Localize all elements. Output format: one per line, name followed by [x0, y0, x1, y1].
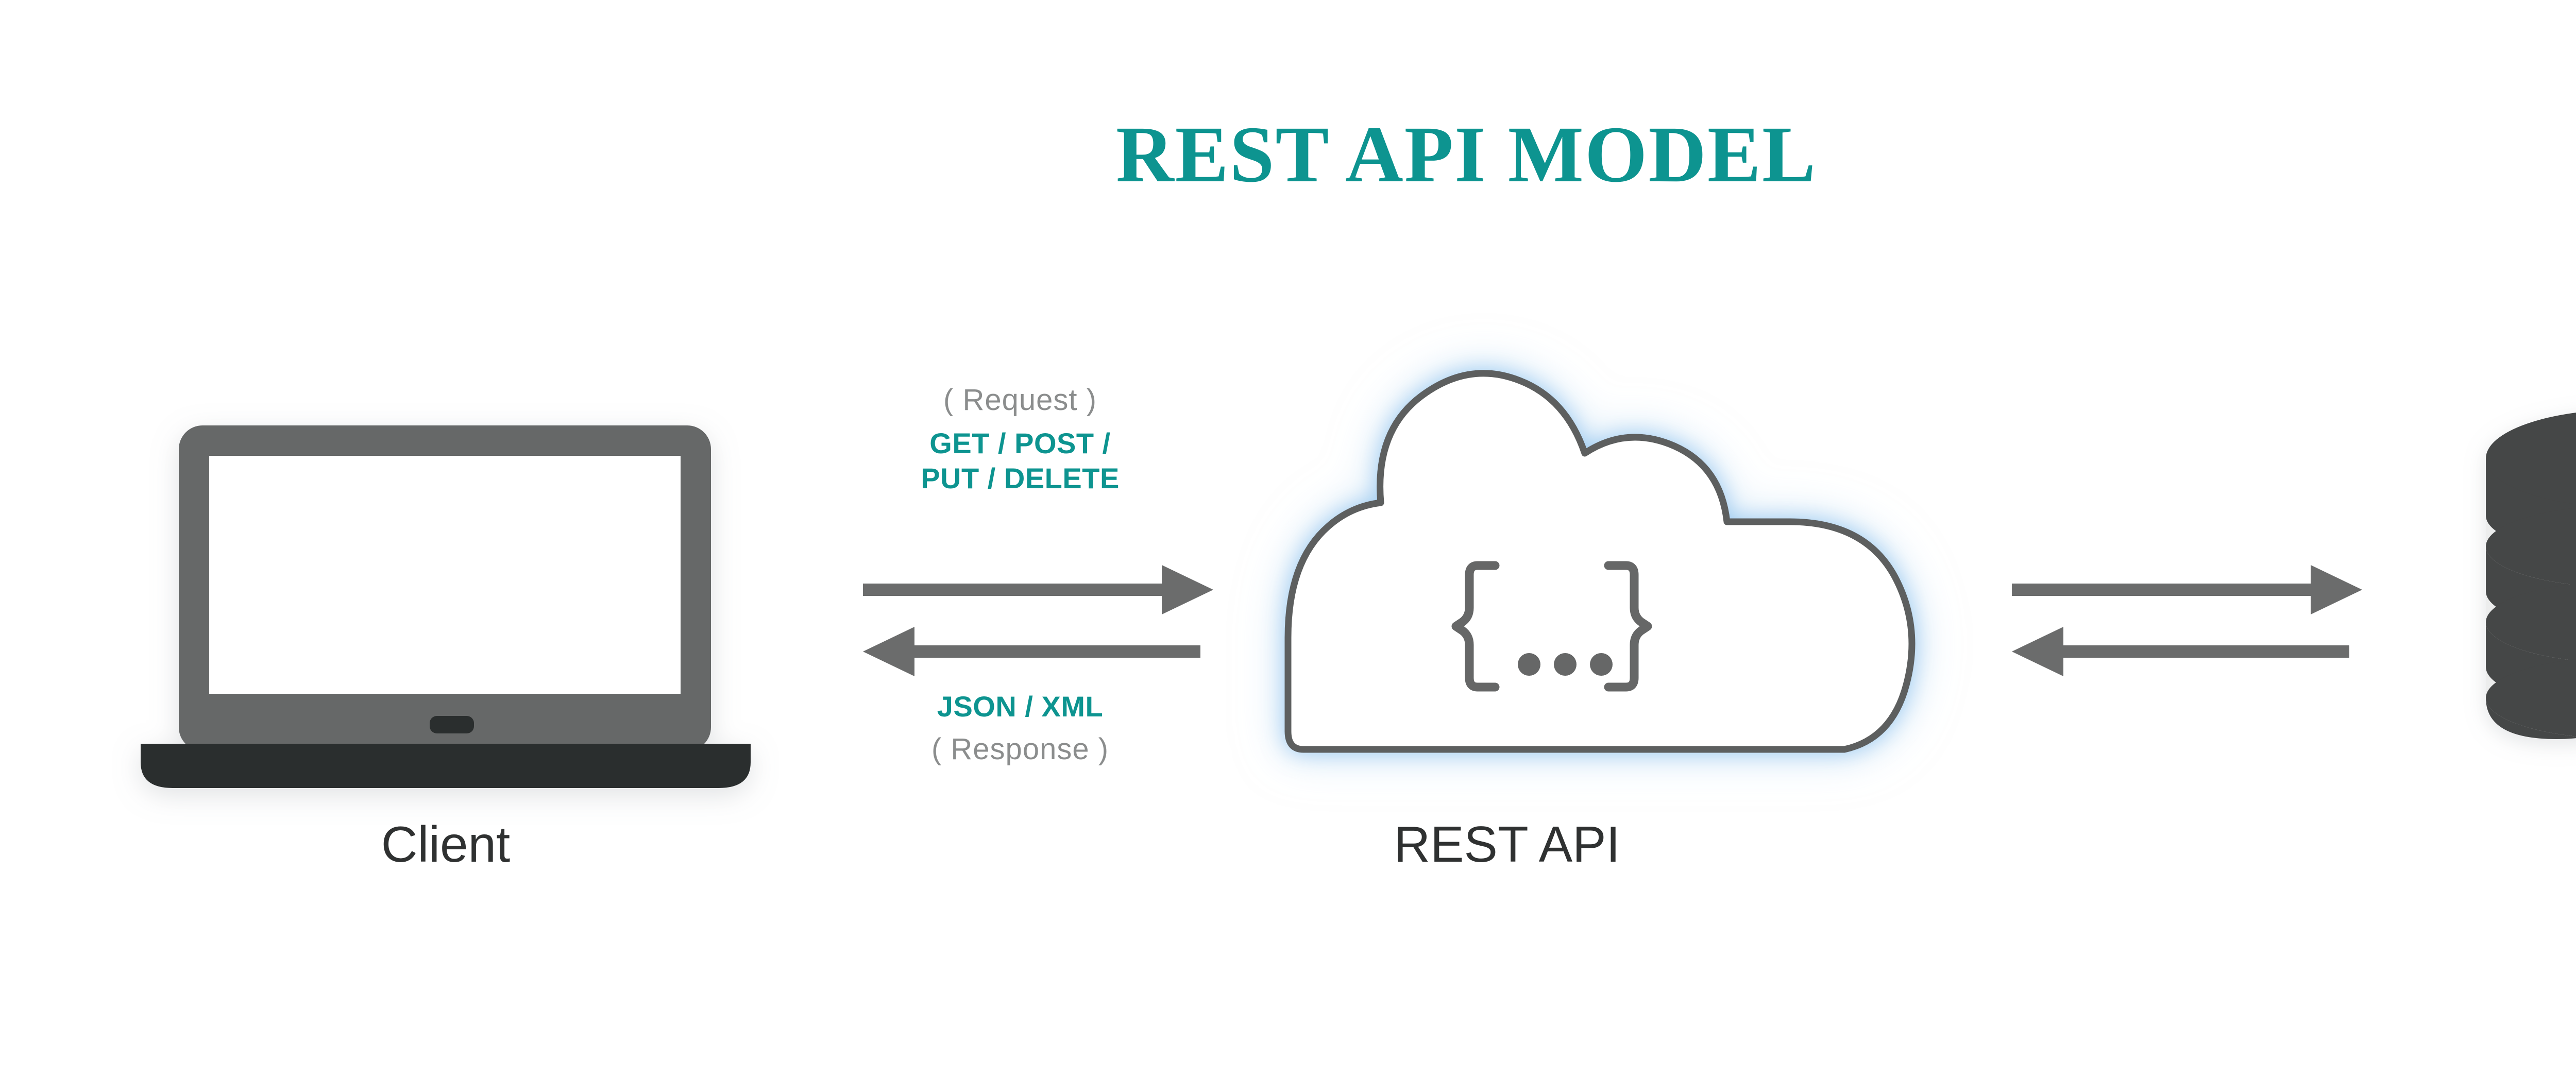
arrow-shaft — [2053, 645, 2349, 658]
request-caption: ( Request ) — [943, 383, 1097, 417]
cloud-shape — [1284, 370, 1916, 753]
arrow-database-to-api[interactable] — [2012, 627, 2349, 676]
arrow-client-to-api[interactable] — [863, 565, 1213, 614]
laptop-icon[interactable] — [141, 425, 751, 788]
request-annotation-group: ( Request ) GET / POST / PUT / DELETE — [814, 382, 1226, 496]
spacer — [814, 724, 1226, 731]
response-formats: JSON / XML — [937, 690, 1104, 723]
arrow-head-right-icon — [2311, 565, 2362, 614]
request-methods-line-1: GET / POST / — [929, 426, 1111, 459]
ellipsis-dots-icon — [1518, 653, 1613, 676]
spacer — [814, 419, 1226, 426]
arrow-head-right-icon — [1162, 565, 1213, 614]
database-cylinder-icon[interactable] — [2486, 409, 2576, 739]
arrow-api-to-database[interactable] — [2012, 565, 2362, 614]
page-title: REST API MODEL — [1115, 110, 1817, 199]
request-methods-line-2: PUT / DELETE — [921, 462, 1120, 495]
arrow-head-left-icon — [2012, 627, 2063, 676]
node-label-client: Client — [381, 816, 511, 872]
arrow-head-left-icon — [863, 627, 914, 676]
laptop-base — [141, 744, 751, 788]
database-top-cap — [2486, 413, 2576, 504]
arrow-shaft — [863, 584, 1170, 596]
database-band — [2486, 584, 2576, 661]
database-band — [2486, 508, 2576, 585]
open-brace-icon — [1451, 561, 1500, 692]
arrow-api-to-client[interactable] — [863, 627, 1200, 676]
response-caption: ( Response ) — [931, 732, 1109, 766]
laptop-trackpad-notch — [430, 716, 474, 733]
response-annotation-group: JSON / XML ( Response ) — [814, 689, 1226, 768]
node-label-database: Database — [2452, 816, 2576, 867]
database-band — [2486, 659, 2576, 737]
arrow-shaft — [2012, 584, 2318, 596]
cloud-braces-icon[interactable] — [1284, 370, 1916, 753]
node-label-rest-api: REST API — [1394, 816, 1620, 872]
arrow-shaft — [904, 645, 1200, 658]
close-brace-icon — [1604, 561, 1652, 692]
laptop-screen — [209, 456, 681, 694]
